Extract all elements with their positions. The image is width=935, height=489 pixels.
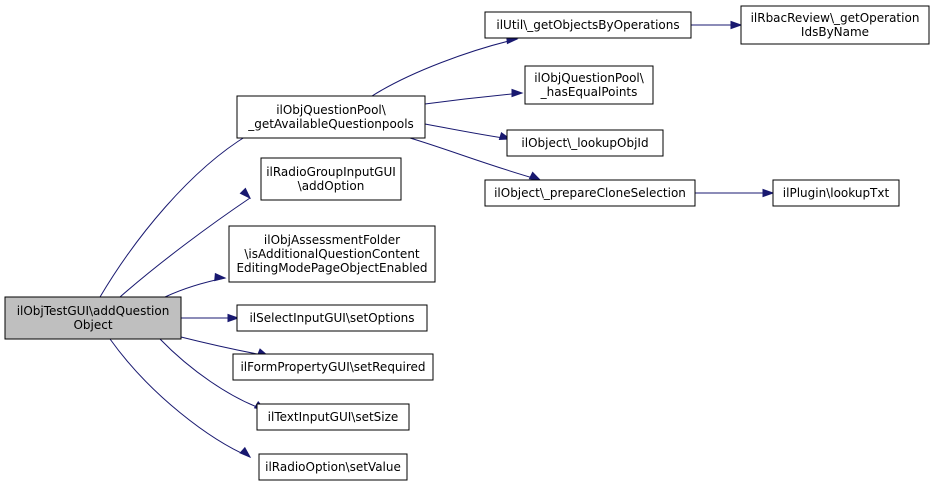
node-box[interactable] — [772, 179, 900, 207]
edge-root-rov — [109, 338, 252, 459]
edge-pcs-plug — [695, 188, 775, 198]
node-box[interactable] — [524, 65, 654, 105]
edge-root-fpg — [180, 336, 270, 357]
arrowhead — [528, 171, 542, 181]
node-label: ilRbacReview\_getOperation — [751, 11, 920, 25]
edge-line — [164, 277, 226, 298]
edge-root-gaqp — [99, 125, 250, 298]
node-box[interactable] — [484, 11, 692, 39]
edge-line — [99, 134, 249, 298]
node-sig[interactable]: ilSelectInputGUI\setOptions — [236, 304, 428, 332]
node-gaqp[interactable]: ilObjQuestionPool\_getAvailableQuestionp… — [236, 95, 426, 139]
node-box[interactable] — [232, 353, 434, 381]
node-box[interactable] — [506, 129, 664, 157]
edge-line — [180, 336, 269, 357]
node-label: ilRadioOption\setValue — [265, 460, 401, 474]
arrowhead — [730, 20, 743, 30]
node-hep[interactable]: ilObjQuestionPool\_hasEqualPoints — [524, 65, 654, 105]
node-label: ilObjTestGUI\addQuestion — [17, 304, 170, 318]
node-label: ilPlugin\lookupTxt — [783, 186, 890, 200]
edge-line — [424, 123, 511, 140]
node-label: _getAvailableQuestionpools — [247, 117, 414, 131]
node-label: IdsByName — [801, 25, 869, 39]
node-label: Object — [73, 318, 112, 332]
edge-gaqp-pcs — [409, 137, 542, 181]
node-util[interactable]: ilUtil\_getObjectsByOperations — [484, 11, 692, 39]
node-label: _hasEqualPoints — [540, 85, 638, 99]
node-label: ilFormPropertyGUI\setRequired — [240, 360, 425, 374]
arrowhead — [227, 313, 240, 323]
edge-line — [119, 197, 251, 298]
node-box[interactable] — [256, 403, 410, 431]
node-label: ilObjQuestionPool\ — [534, 71, 645, 85]
node-label: ilUtil\_getObjectsByOperations — [496, 18, 679, 32]
edge-line — [424, 92, 523, 105]
node-tig[interactable]: ilTextInputGUI\setSize — [256, 403, 410, 431]
node-box[interactable] — [4, 296, 182, 340]
arrowhead — [239, 187, 252, 200]
edge-root-sig — [181, 313, 240, 323]
node-label: ilObjAssessmentFolder — [264, 233, 400, 247]
edge-util-rbac — [691, 20, 743, 30]
node-oaf[interactable]: ilObjAssessmentFolder\isAdditionalQuesti… — [228, 225, 436, 283]
arrowhead — [214, 272, 227, 282]
node-label: ilObjQuestionPool\ — [276, 103, 387, 117]
node-label: \addOption — [298, 179, 365, 193]
node-box[interactable] — [236, 95, 426, 139]
edge-root-rgi — [119, 187, 252, 298]
edge-line — [109, 338, 251, 458]
edge-line — [371, 38, 518, 97]
node-pcs[interactable]: ilObject\_prepareCloneSelection — [484, 179, 696, 207]
node-label: ilRadioGroupInputGUI — [266, 165, 396, 179]
node-fpg[interactable]: ilFormPropertyGUI\setRequired — [232, 353, 434, 381]
edge-root-oaf — [164, 272, 227, 298]
node-box[interactable] — [258, 453, 408, 481]
node-box[interactable] — [740, 5, 930, 45]
node-label: ilObject\_lookupObjId — [521, 136, 648, 150]
node-rgi[interactable]: ilRadioGroupInputGUI\addOption — [260, 157, 402, 201]
node-box[interactable] — [228, 225, 436, 283]
node-box[interactable] — [236, 304, 428, 332]
node-label: ilTextInputGUI\setSize — [268, 410, 399, 424]
node-box[interactable] — [484, 179, 696, 207]
edge-line — [409, 137, 541, 181]
node-label: EditingModePageObjectEnabled — [236, 261, 427, 275]
arrowhead — [239, 446, 252, 459]
edges — [99, 20, 775, 459]
edge-line — [159, 338, 266, 411]
node-rov[interactable]: ilRadioOption\setValue — [258, 453, 408, 481]
node-label: ilSelectInputGUI\setOptions — [249, 311, 414, 325]
arrowhead — [762, 188, 775, 198]
arrowhead — [511, 88, 524, 98]
edge-gaqp-hep — [424, 88, 524, 105]
edge-gaqp-loi — [424, 123, 512, 141]
node-label: ilObject\_prepareCloneSelection — [494, 186, 686, 200]
node-loi[interactable]: ilObject\_lookupObjId — [506, 129, 664, 157]
node-box[interactable] — [260, 157, 402, 201]
node-label: \isAdditionalQuestionContent — [244, 247, 420, 261]
node-plug[interactable]: ilPlugin\lookupTxt — [772, 179, 900, 207]
edge-gaqp-util — [371, 35, 519, 97]
